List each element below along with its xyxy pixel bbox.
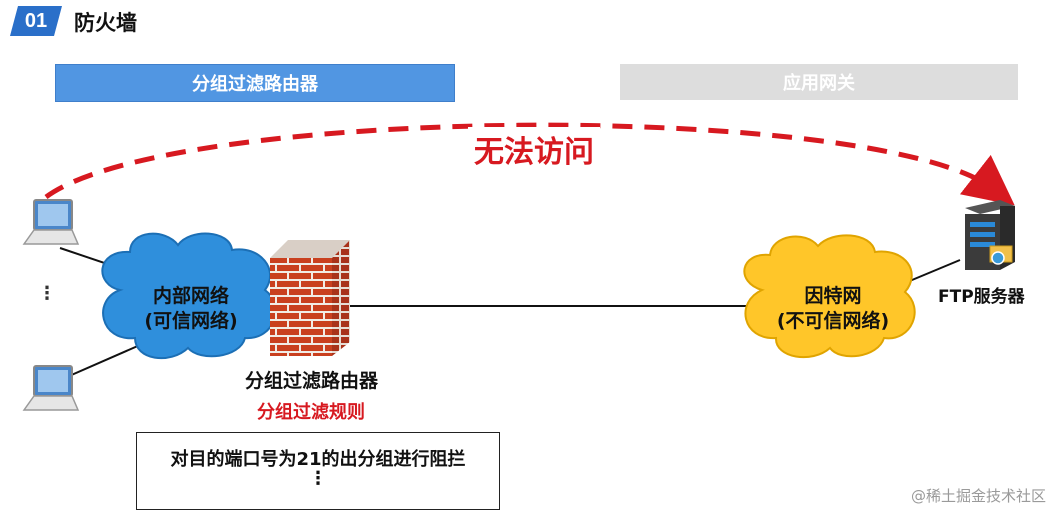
firewall-icon (270, 240, 350, 356)
internal-network-name: 内部网络 (152, 285, 229, 307)
section-number-badge: 01 (10, 6, 62, 36)
filter-rule-title: 分组过滤规则 (257, 402, 365, 423)
laptop-icon (22, 365, 80, 411)
ftp-server-label: FTP服务器 (938, 287, 1025, 307)
page-title: 防火墙 (74, 11, 137, 35)
filter-rule-text: 对目的端口号为21的出分组进行阻拦 (170, 449, 466, 470)
blocked-access-arc (44, 122, 1015, 206)
packet-filter-router-bar: 分组过滤路由器 (55, 64, 455, 102)
watermark: @稀土掘金技术社区 (910, 487, 1046, 505)
laptop-icon (22, 199, 80, 245)
filter-rule-box: 对目的端口号为21的出分组进行阻拦 ⋮ (136, 432, 500, 510)
firewall-label: 分组过滤路由器 (245, 370, 379, 392)
internet-name: 因特网 (804, 285, 862, 307)
ftp-server-icon (965, 200, 1015, 270)
internet-label: 因特网 (不可信网络) (768, 284, 898, 334)
blocked-access-label: 无法访问 (468, 127, 600, 171)
internet-note: (不可信网络) (776, 310, 890, 332)
application-gateway-bar: 应用网关 (620, 64, 1018, 100)
internal-network-label: 内部网络 (可信网络) (136, 284, 246, 334)
internal-network-note: (可信网络) (144, 310, 238, 332)
more-hosts-ellipsis: ⋮ (38, 283, 56, 304)
internet-cloud (743, 234, 916, 359)
internal-network-cloud (101, 232, 277, 360)
more-rules-ellipsis: ⋮ (309, 468, 327, 489)
